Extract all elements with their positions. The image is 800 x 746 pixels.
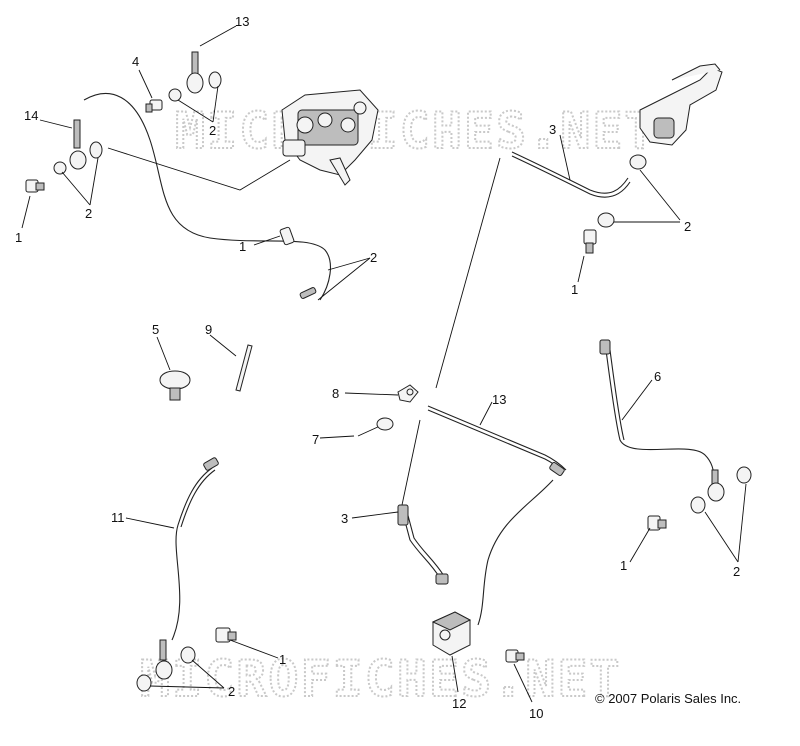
brake-line-3-upper bbox=[511, 151, 629, 194]
bolt-10 bbox=[505, 649, 525, 663]
callout-5: 5 bbox=[152, 322, 159, 337]
callout-11: 11 bbox=[111, 510, 125, 525]
hose-end-mid bbox=[299, 287, 317, 299]
callout-1-right: 1 bbox=[620, 558, 627, 573]
callout-10: 10 bbox=[529, 706, 543, 721]
callout-3-upper: 3 bbox=[549, 122, 556, 137]
cable-tie-9 bbox=[235, 344, 253, 392]
hydraulic-control-unit bbox=[281, 89, 379, 186]
hose-clamp-5 bbox=[159, 370, 191, 401]
leader-lines bbox=[21, 25, 747, 703]
brake-line-3-lower-b bbox=[405, 507, 445, 577]
callout-2-right: 2 bbox=[733, 564, 740, 579]
callout-6: 6 bbox=[654, 369, 661, 384]
callout-12: 12 bbox=[452, 696, 466, 711]
rivet-7 bbox=[357, 417, 394, 437]
banjo-bolt-4 bbox=[145, 99, 163, 113]
brake-hose-6-b bbox=[609, 349, 625, 441]
callout-1-upper-right: 1 bbox=[571, 282, 578, 297]
callout-1-topleft: 1 bbox=[15, 230, 22, 245]
callout-9: 9 bbox=[205, 322, 212, 337]
callout-1-bottom: 1 bbox=[279, 652, 286, 667]
leader-washer-to-valve bbox=[107, 147, 291, 191]
fitting-13-mid-end bbox=[549, 461, 565, 477]
callout-14: 14 bbox=[24, 108, 38, 123]
hose-11-top-fitting bbox=[203, 457, 219, 471]
brake-lever-assembly bbox=[639, 63, 723, 146]
callout-2-bottom: 2 bbox=[228, 684, 235, 699]
brake-line-3-upper-b bbox=[511, 155, 631, 198]
callout-13-top: 13 bbox=[235, 14, 249, 29]
brake-line-3-lower bbox=[401, 509, 441, 579]
banjo-fitting-13-top bbox=[168, 51, 222, 102]
callout-3-lower: 3 bbox=[341, 511, 348, 526]
banjo-fitting-6-lower bbox=[647, 466, 752, 531]
leader-junction-to-hose3 bbox=[401, 419, 421, 506]
brake-hose-14 bbox=[83, 92, 331, 301]
callout-2-upper-right: 2 bbox=[684, 219, 691, 234]
callout-13-mid: 13 bbox=[492, 392, 506, 407]
callout-7: 7 bbox=[312, 432, 319, 447]
hose-6-top-fitting bbox=[599, 339, 611, 355]
banjo-bolt-1-topleft bbox=[25, 179, 45, 193]
copyright-notice: © 2007 Polaris Sales Inc. bbox=[595, 691, 741, 706]
brake-hose-6 bbox=[605, 349, 715, 481]
brake-line-13-mid bbox=[427, 405, 567, 471]
callout-8: 8 bbox=[332, 386, 339, 401]
banjo-fitting-14 bbox=[53, 119, 103, 175]
brake-line-long-diagonal bbox=[435, 157, 501, 389]
watermark-top: MICROFICHES.NET bbox=[175, 102, 657, 160]
bracket-8 bbox=[397, 384, 419, 403]
callout-2-left: 2 bbox=[85, 206, 92, 221]
callout-4: 4 bbox=[132, 54, 139, 69]
banjo-fitting-11-lower bbox=[136, 627, 237, 692]
brake-hose-11-b bbox=[180, 469, 216, 528]
brake-block-12 bbox=[431, 611, 472, 656]
washers-right-upper bbox=[583, 154, 647, 254]
brake-line-13-mid-b bbox=[427, 409, 564, 473]
callout-1-mid: 1 bbox=[239, 239, 246, 254]
callout-2-mid: 2 bbox=[370, 250, 377, 265]
hose-3-lower-fitting bbox=[397, 504, 449, 585]
fitting-1-mid bbox=[279, 226, 295, 246]
callout-2-top: 2 bbox=[209, 123, 216, 138]
brake-line-to-block bbox=[477, 479, 554, 626]
watermark-bottom: MICROFICHES.NET bbox=[140, 650, 622, 708]
brake-hose-11 bbox=[171, 467, 213, 641]
